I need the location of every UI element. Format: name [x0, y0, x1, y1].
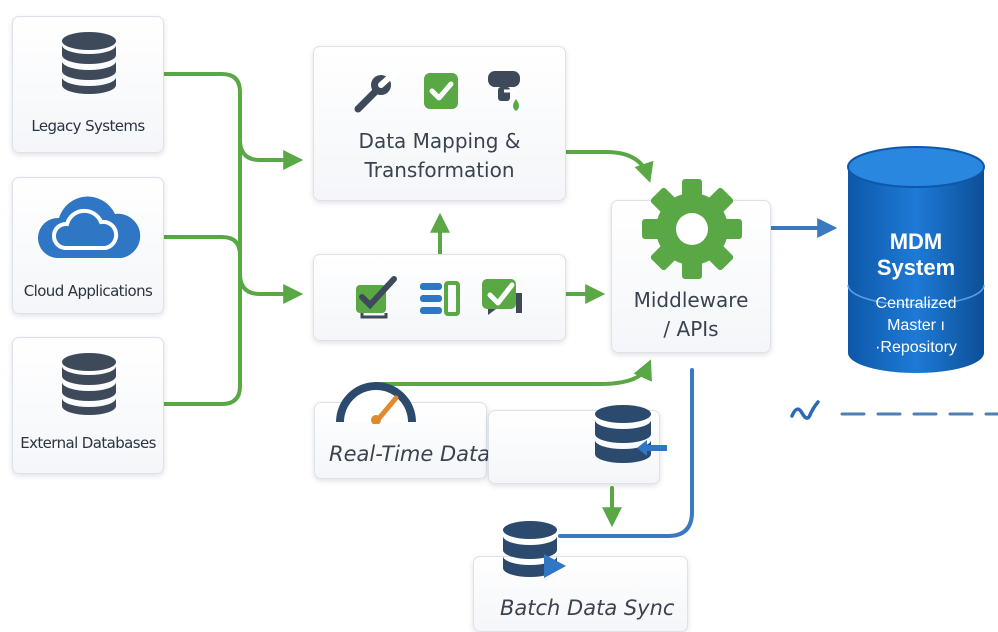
- arrow-mapping-to-middleware: [564, 150, 654, 183]
- gear-icon: [642, 179, 742, 279]
- document-check-icon: [356, 276, 397, 319]
- middleware-line-2: / APIs: [663, 317, 719, 341]
- middleware-line-1: Middleware: [633, 288, 749, 312]
- middleware-card: Middleware / APIs: [611, 179, 771, 353]
- mdm-subtitle-3: ·Repository: [875, 339, 957, 356]
- batch-return-line: [558, 368, 694, 538]
- database-icon: [62, 353, 116, 415]
- mapping-line-1: Data Mapping &: [358, 129, 521, 153]
- mdm-title-2: System: [876, 255, 956, 280]
- legacy-systems-label: Legacy Systems: [31, 117, 145, 135]
- gauge-icon: [336, 382, 416, 424]
- cylinder-icon: [847, 146, 985, 373]
- middleware-text: Middleware / APIs: [612, 286, 770, 344]
- cloud-applications-label: Cloud Applications: [23, 282, 153, 300]
- database-arrow-icon: [595, 405, 667, 463]
- database-arrow-icon: [503, 521, 566, 578]
- batch-label: Batch Data Sync: [500, 596, 675, 620]
- database-icon: [62, 32, 116, 94]
- arrow-to-mapping: [238, 138, 304, 170]
- mdm-title-1: MDM: [889, 229, 943, 254]
- list-icon: [420, 281, 460, 316]
- mapping-card: Data Mapping & Transformation: [313, 46, 566, 201]
- mdm-system: MDM System Centralized Master ı ·Reposit…: [846, 145, 986, 375]
- arrow-to-validation: [238, 272, 304, 304]
- arrow-realtime-to-middleware: [378, 359, 652, 386]
- validation-card: [313, 254, 566, 341]
- cloud-connector: [161, 235, 242, 282]
- mdm-subtitle-2: Master ı: [887, 317, 945, 334]
- mapping-text: Data Mapping & Transformation: [314, 127, 565, 185]
- mapping-line-2: Transformation: [364, 158, 515, 182]
- source-card-cloud: Cloud Applications: [12, 177, 164, 314]
- chat-check-icon: [482, 279, 522, 315]
- brush-icon: [488, 71, 520, 111]
- mdm-subtitle-1: Centralized: [875, 295, 957, 312]
- external-databases-label: External Databases: [20, 434, 156, 452]
- source-card-legacy: Legacy Systems: [12, 16, 164, 153]
- squiggle-icon: [790, 400, 820, 420]
- source-card-external: External Databases: [12, 337, 164, 474]
- wrench-icon: [354, 72, 395, 113]
- legacy-connector: [161, 72, 242, 406]
- shield-check-icon: [424, 73, 458, 109]
- cloud-icon: [37, 196, 141, 258]
